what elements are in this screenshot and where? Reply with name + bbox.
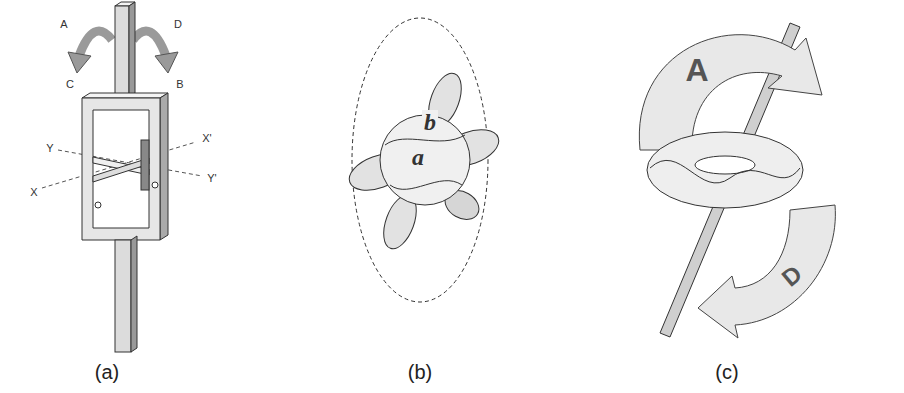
rotation-arrow bbox=[698, 205, 835, 338]
axis-label: Y bbox=[46, 143, 53, 154]
post bbox=[115, 240, 131, 352]
rotation-label: D bbox=[174, 19, 182, 30]
panel-caption: (a) bbox=[95, 362, 119, 382]
rotation-arrow-head bbox=[155, 52, 178, 73]
frame-side bbox=[160, 93, 168, 240]
gimbal-mechanism bbox=[42, 2, 202, 352]
panel-caption: (c) bbox=[715, 362, 738, 382]
rotation-label: B bbox=[176, 79, 183, 90]
rotation-label: A bbox=[683, 54, 710, 86]
torus-figure bbox=[639, 23, 835, 338]
rotation-arrow bbox=[133, 31, 166, 56]
pivot bbox=[95, 202, 101, 208]
axis-label: Y' bbox=[207, 173, 216, 184]
post-side bbox=[129, 2, 135, 96]
twist-curve bbox=[650, 160, 800, 183]
frame bbox=[82, 98, 160, 240]
frame-top bbox=[82, 93, 168, 98]
post-side bbox=[131, 236, 137, 352]
rotation-label: A bbox=[60, 19, 67, 30]
torus bbox=[647, 132, 803, 208]
surface-figure bbox=[344, 18, 503, 302]
pivot-block bbox=[141, 140, 149, 190]
axis-label: X' bbox=[202, 133, 211, 144]
rotation-arrow bbox=[79, 31, 112, 56]
axis-line bbox=[58, 150, 202, 176]
post bbox=[115, 6, 129, 96]
band-curve bbox=[390, 181, 462, 190]
band-curve bbox=[385, 135, 465, 145]
rotation-arrow-head bbox=[68, 52, 91, 73]
axis-label: X bbox=[30, 187, 37, 198]
region-label: a bbox=[410, 145, 426, 169]
region-label: b bbox=[422, 110, 438, 134]
pivot bbox=[152, 182, 158, 188]
axis-line bbox=[42, 142, 196, 188]
rotation-label: C bbox=[66, 79, 74, 90]
panel-caption: (b) bbox=[408, 362, 432, 382]
